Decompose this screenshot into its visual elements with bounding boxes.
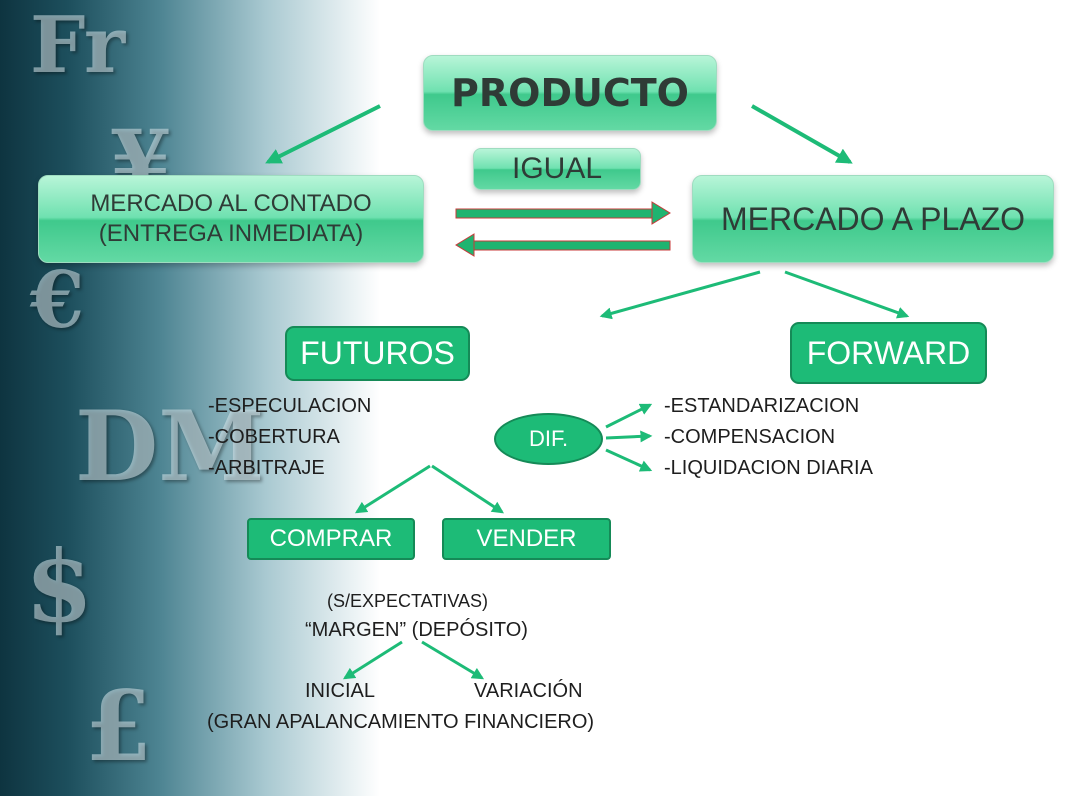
- arrow-uses-to-comprar: [354, 464, 431, 514]
- euro-symbol: €: [30, 255, 85, 346]
- futuros-label: FUTUROS: [300, 335, 455, 371]
- expectativas-text: (S/EXPECTATIVAS): [327, 591, 489, 611]
- arrow-producto-to-contado: [265, 104, 381, 164]
- arrow-dif-to-compensacion: [605, 430, 653, 443]
- use-arbitraje: -ARBITRAJE: [208, 457, 325, 479]
- producto-label: PRODUCTO: [451, 71, 689, 115]
- diff-compensacion: -COMPENSACION: [664, 426, 836, 448]
- arrow-uses-to-vender: [431, 464, 505, 514]
- comprar-label: COMPRAR: [269, 525, 393, 552]
- futuros-uses-list: -ESPECULACION -COBERTURA -ARBITRAJE: [208, 391, 371, 484]
- forward-differences-list: -ESTANDARIZACION -COMPENSACION -LIQUIDAC…: [664, 391, 873, 484]
- exchange-arrow-right-head: [651, 201, 671, 225]
- mercado-contado-label-line1: MERCADO AL CONTADO: [90, 190, 372, 217]
- mercado-contado-label-line2: (ENTREGA INMEDIATA): [98, 220, 364, 247]
- exchange-arrow-left-head: [455, 233, 475, 257]
- diff-liquidacion-diaria: -LIQUIDACION DIARIA: [664, 457, 873, 479]
- exchange-arrows: [455, 201, 671, 257]
- dif-ellipse: DIF.: [494, 413, 603, 465]
- igual-label: IGUAL: [511, 152, 603, 185]
- apalancamiento-text: (GRAN APALANCAMIENTO FINANCIERO): [207, 711, 595, 733]
- dif-label: DIF.: [528, 426, 569, 451]
- arrow-producto-to-plazo: [751, 104, 853, 164]
- inicial-text: INICIAL: [305, 680, 376, 702]
- arrow-plazo-to-futuros: [599, 270, 761, 320]
- producto-box: PRODUCTO: [423, 55, 717, 131]
- vender-label: VENDER: [476, 525, 577, 552]
- variacion-text: VARIACIÓN: [474, 680, 583, 702]
- vender-box: VENDER: [442, 518, 611, 560]
- franc-symbol: Fr: [30, 0, 126, 91]
- mercado-contado-box: MERCADO AL CONTADO (ENTREGA INMEDIATA): [38, 175, 424, 263]
- exchange-arrow-right-shaft: [455, 208, 653, 219]
- forward-label: FORWARD: [806, 334, 971, 371]
- pound-symbol: £: [85, 670, 152, 783]
- currency-background-panel: Fr ¥ € DM $ £: [0, 0, 380, 796]
- deutsche-mark-symbol: DM: [75, 390, 265, 503]
- margen-text: “MARGEN” (DEPÓSITO): [305, 619, 528, 641]
- arrow-dif-to-estandarizacion: [605, 403, 653, 429]
- mercado-plazo-box: MERCADO A PLAZO: [692, 175, 1054, 263]
- arrow-dif-to-liquidacion: [605, 448, 653, 472]
- use-especulacion: -ESPECULACION: [208, 395, 372, 417]
- forward-box: FORWARD: [790, 322, 987, 384]
- dollar-symbol: $: [25, 530, 94, 645]
- arrow-margen-to-variacion: [421, 640, 485, 680]
- futuros-box: FUTUROS: [285, 326, 470, 381]
- diff-estandarizacion: -ESTANDARIZACION: [664, 395, 860, 417]
- exchange-arrow-left-shaft: [473, 240, 671, 251]
- comprar-box: COMPRAR: [247, 518, 415, 560]
- igual-box: IGUAL: [473, 148, 641, 190]
- arrow-plazo-to-forward: [784, 270, 910, 319]
- arrow-margen-to-inicial: [342, 640, 403, 680]
- use-cobertura: -COBERTURA: [208, 426, 340, 448]
- mercado-plazo-label: MERCADO A PLAZO: [720, 200, 1026, 237]
